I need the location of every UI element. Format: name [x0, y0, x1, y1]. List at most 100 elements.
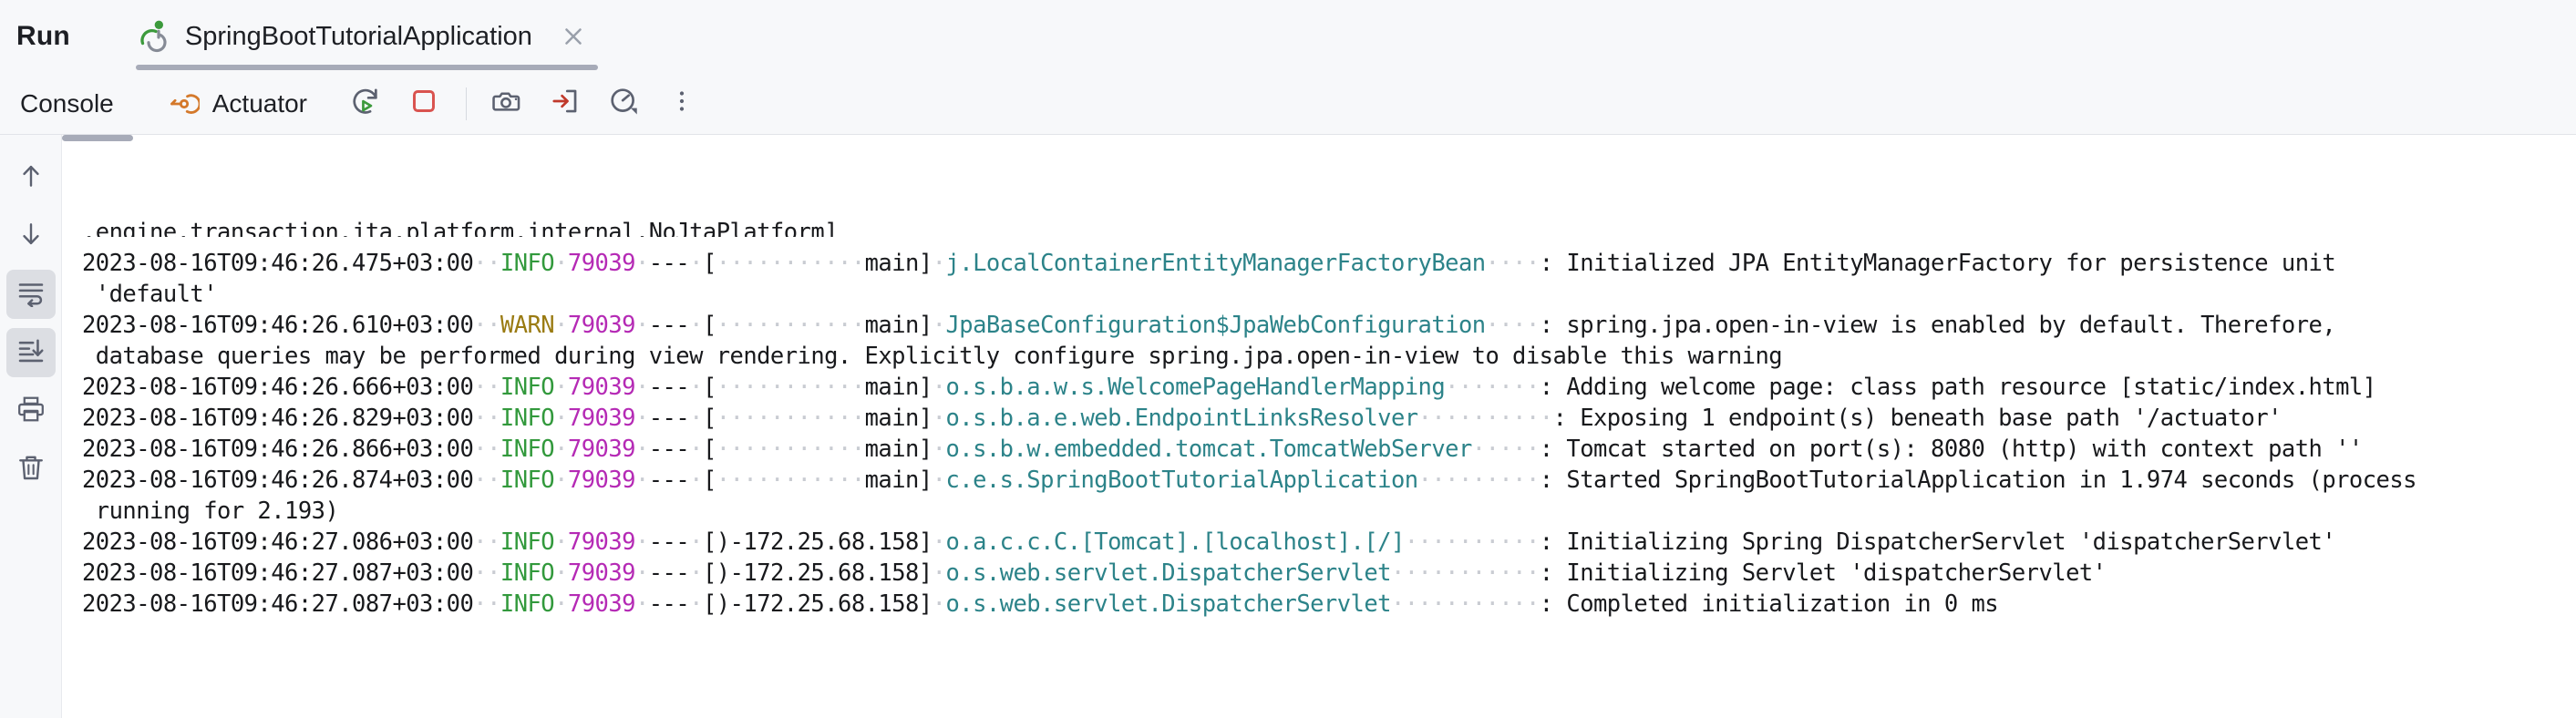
whitespace-markers: · [932, 590, 946, 618]
log-message-continuation: database queries may be performed during… [82, 343, 1783, 370]
log-pid: 79039 [567, 559, 636, 587]
whitespace-markers: ·· [473, 312, 500, 339]
arrow-up-icon [16, 161, 46, 195]
log-thread-name: )-172.25.68.158 [716, 590, 920, 618]
log-message: : spring.jpa.open-in-view is enabled by … [1539, 312, 2336, 339]
log-level: INFO [500, 374, 555, 401]
log-pid: 79039 [567, 250, 636, 277]
log-message: : Initializing Servlet 'dispatcherServle… [1539, 559, 2107, 587]
whitespace-markers: ··········· [716, 312, 865, 339]
log-message: : Started SpringBootTutorialApplication … [1539, 467, 2417, 494]
log-logger-name: c.e.s.SpringBootTutorialApplication [945, 467, 1418, 494]
whitespace-markers: ·· [473, 405, 500, 432]
log-logger-name: o.s.b.w.embedded.tomcat.TomcatWebServer [945, 436, 1472, 463]
whitespace-markers: · [932, 250, 946, 277]
soft-wrap-button[interactable] [5, 270, 56, 319]
print-button[interactable] [6, 386, 56, 436]
log-timestamp: 2023-08-16T09:46:26.475+03:00 [82, 250, 474, 277]
profiler-button[interactable] [598, 78, 649, 129]
whitespace-markers: ·· [473, 436, 500, 463]
log-thread-name: main [864, 374, 920, 401]
log-message: : Completed initialization in 0 ms [1539, 590, 1999, 618]
whitespace-markers: · [634, 467, 649, 494]
log-thread-name: )-172.25.68.158 [716, 559, 920, 587]
tab-actuator[interactable]: Actuator [169, 88, 307, 119]
log-thread-bracket: [ [702, 312, 716, 339]
attach-thread-dump-button[interactable] [540, 78, 591, 129]
log-logger-name: j.LocalContainerEntityManagerFactoryBean [945, 250, 1486, 277]
console-gutter-toolbar [0, 135, 62, 718]
log-pid: 79039 [567, 590, 636, 618]
whitespace-markers: · [634, 590, 649, 618]
whitespace-markers: ··········· [716, 250, 865, 277]
scroll-up-button[interactable] [6, 153, 56, 202]
whitespace-markers: · [932, 436, 946, 463]
rerun-button[interactable] [340, 78, 391, 129]
log-message: : Initializing Spring DispatcherServlet … [1539, 528, 2336, 556]
trash-icon [16, 453, 46, 487]
stop-button[interactable] [398, 78, 449, 129]
log-thread-bracket: [ [702, 467, 716, 494]
close-icon[interactable] [560, 23, 587, 50]
whitespace-markers: ··········· [1390, 559, 1540, 587]
log-pid: 79039 [567, 528, 636, 556]
log-message: : Adding welcome page: class path resour… [1539, 374, 2376, 401]
scroll-to-end-button[interactable] [5, 328, 56, 377]
run-configuration-tab[interactable]: SpringBootTutorialApplication [127, 0, 607, 73]
log-message-continuation: running for 2.193) [82, 497, 339, 525]
log-timestamp: 2023-08-16T09:46:26.666+03:00 [82, 374, 474, 401]
log-pid: 79039 [567, 374, 636, 401]
log-thread-bracket: [ [702, 374, 716, 401]
whitespace-markers: · [554, 374, 568, 401]
printer-icon [16, 395, 46, 428]
snapshot-button[interactable] [481, 78, 532, 129]
log-dashes: --- [648, 405, 690, 432]
whitespace-markers: · [554, 405, 568, 432]
scroll-down-button[interactable] [6, 211, 56, 261]
log-dashes: --- [648, 590, 690, 618]
log-dashes: --- [648, 528, 690, 556]
whitespace-markers: · [689, 559, 703, 587]
log-thread-bracket: [ [702, 250, 716, 277]
horizontal-scrollbar-thumb[interactable] [62, 135, 133, 141]
log-line-wrapped: 'default' [82, 279, 2576, 310]
whitespace-markers: ·········· [1417, 405, 1554, 432]
log-level: INFO [500, 528, 555, 556]
log-line: 2023-08-16T09:46:26.866+03:00··INFO·7903… [82, 434, 2576, 465]
whitespace-markers: ·· [473, 250, 500, 277]
console-log-output[interactable]: .engine.transaction.jta.platform.interna… [62, 135, 2576, 718]
log-line: 2023-08-16T09:46:27.087+03:00··INFO·7903… [82, 558, 2576, 589]
log-timestamp: 2023-08-16T09:46:27.086+03:00 [82, 528, 474, 556]
arrow-down-icon [16, 220, 46, 253]
log-thread-bracket: ] [918, 528, 933, 556]
log-level: INFO [500, 436, 555, 463]
log-timestamp: 2023-08-16T09:46:26.610+03:00 [82, 312, 474, 339]
log-pid: 79039 [567, 312, 636, 339]
log-dashes: --- [648, 250, 690, 277]
log-level: WARN [500, 312, 555, 339]
more-options-button[interactable] [662, 78, 702, 129]
console-body: .engine.transaction.jta.platform.interna… [0, 135, 2576, 718]
log-message-continuation: 'default' [82, 281, 218, 308]
whitespace-markers: · [634, 312, 649, 339]
run-configuration-tab-label: SpringBootTutorialApplication [184, 21, 532, 51]
log-thread-name: main [864, 436, 920, 463]
active-tab-underline [135, 65, 598, 70]
whitespace-markers: · [634, 528, 649, 556]
clear-all-button[interactable] [6, 445, 56, 494]
gauge-icon [608, 86, 639, 121]
whitespace-markers: ··········· [716, 436, 865, 463]
whitespace-markers: ···· [1485, 312, 1540, 339]
whitespace-markers: · [554, 436, 568, 463]
log-dashes: --- [648, 467, 690, 494]
log-thread-bracket: [ [702, 559, 716, 587]
log-thread-name: main [864, 250, 920, 277]
log-pid: 79039 [567, 436, 636, 463]
whitespace-markers: · [689, 312, 703, 339]
log-thread-bracket: ] [918, 250, 933, 277]
tab-console[interactable]: Console [20, 88, 114, 118]
whitespace-markers: ·········· [1404, 528, 1540, 556]
log-thread-bracket: [ [702, 528, 716, 556]
whitespace-markers: · [554, 312, 568, 339]
log-level: INFO [500, 405, 555, 432]
